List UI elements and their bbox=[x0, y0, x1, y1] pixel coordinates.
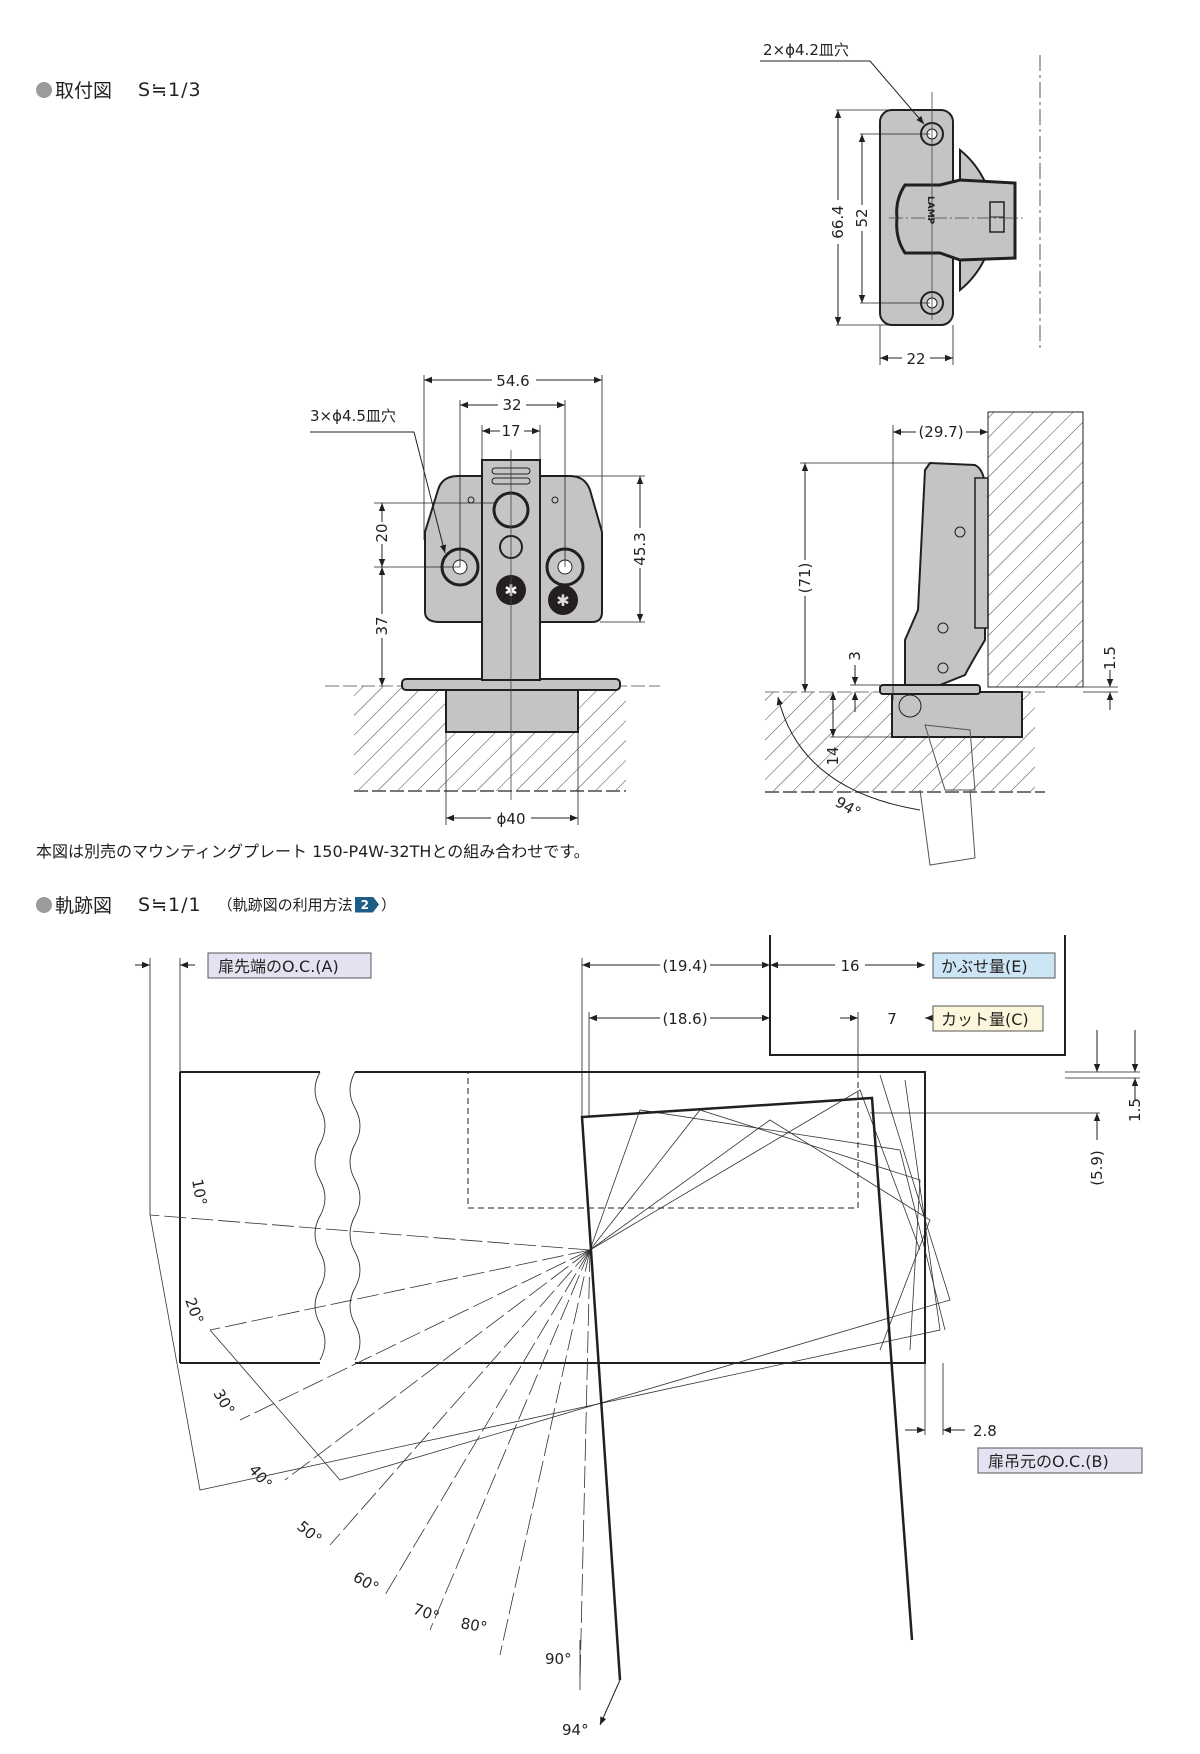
angle-30: 30° bbox=[210, 1386, 239, 1418]
angle-70: 70° bbox=[411, 1600, 442, 1626]
dim-7: 7 bbox=[887, 1010, 897, 1028]
cabinet-panel bbox=[769, 935, 1066, 1056]
angle-60: 60° bbox=[350, 1568, 382, 1597]
svg-text:扉吊元のO.C.(B): 扉吊元のO.C.(B) bbox=[988, 1452, 1109, 1471]
svg-text:扉先端のO.C.(A): 扉先端のO.C.(A) bbox=[218, 957, 339, 976]
section1-heading: 取付図 S≒1/3 bbox=[36, 76, 202, 103]
dim-32: 32 bbox=[502, 396, 521, 414]
dim-phi40: ϕ40 bbox=[497, 810, 526, 828]
cup-recess bbox=[467, 1071, 859, 1209]
plate-arm bbox=[895, 178, 1017, 262]
angle-80: 80° bbox=[459, 1614, 488, 1636]
dim-1-5-traj: 1.5 bbox=[1126, 1098, 1144, 1122]
section2-heading: 軌跡図 S≒1/1 （軌跡図の利用方法 2 ） bbox=[36, 891, 396, 918]
label-hinge-side-oc: 扉吊元のO.C.(B) bbox=[977, 1447, 1143, 1474]
trajectory-diagram: (19.4) (18.6) 16 7 1.5 (5.9) 2.8 bbox=[135, 935, 1144, 1739]
front-view: ✱ ✱ 54.6 32 17 3×ϕ4.5皿穴 20 bbox=[310, 370, 660, 828]
section2-scale: S≒1/1 bbox=[138, 893, 202, 916]
dim-19-4: (19.4) bbox=[662, 957, 707, 975]
dim-66-4: 66.4 bbox=[829, 205, 847, 238]
side-cup bbox=[891, 691, 1023, 738]
angle-20: 20° bbox=[181, 1295, 207, 1326]
top-hole-callout: 2×ϕ4.2皿穴 bbox=[763, 41, 849, 59]
break-line bbox=[314, 1071, 326, 1361]
side-arm bbox=[904, 461, 986, 686]
ref-badge[interactable]: 2 bbox=[354, 896, 379, 913]
dim-71: (71) bbox=[796, 563, 814, 594]
dim-1-5-side: 1.5 bbox=[1101, 646, 1119, 670]
dim-3: 3 bbox=[846, 651, 864, 661]
bullet-icon bbox=[36, 896, 52, 913]
logo-text: LAMP bbox=[925, 196, 935, 225]
dim-18-6: (18.6) bbox=[662, 1010, 707, 1028]
section1-title: 取付図 bbox=[55, 80, 113, 102]
label-cut: カット量(C) bbox=[932, 1005, 1044, 1032]
dim-37: 37 bbox=[373, 616, 391, 635]
top-view: LAMP 2×ϕ4.2皿穴 66.4 52 22 bbox=[760, 41, 1041, 368]
angle-90: 90° bbox=[545, 1650, 572, 1668]
angle-50: 50° bbox=[293, 1517, 325, 1548]
front-hole-callout: 3×ϕ4.5皿穴 bbox=[310, 407, 396, 425]
label-door-edge-oc: 扉先端のO.C.(A) bbox=[207, 952, 372, 979]
trajectory-lines bbox=[149, 1074, 951, 1681]
door-open-outline bbox=[919, 789, 976, 866]
angle-10: 10° bbox=[188, 1178, 210, 1207]
angle-94: 94° bbox=[562, 1721, 589, 1739]
break-line bbox=[349, 1071, 361, 1361]
dim-45-3: 45.3 bbox=[631, 532, 649, 565]
dim-5-9: (5.9) bbox=[1088, 1150, 1106, 1186]
svg-text:カット量(C): カット量(C) bbox=[941, 1010, 1029, 1029]
dim-16: 16 bbox=[840, 957, 859, 975]
svg-text:かぶせ量(E): かぶせ量(E) bbox=[941, 957, 1028, 976]
cabinet-side-hatch bbox=[987, 411, 1084, 688]
bullet-icon bbox=[36, 81, 52, 98]
hinge-cup bbox=[445, 689, 579, 733]
ref-text-open: （軌跡図の利用方法 bbox=[217, 896, 353, 914]
dim-29-7: (29.7) bbox=[918, 423, 963, 441]
angle-40: 40° bbox=[245, 1461, 276, 1493]
angle-94-side: 94° bbox=[832, 793, 864, 822]
dim-52: 52 bbox=[853, 208, 871, 227]
dim-17: 17 bbox=[501, 422, 520, 440]
door-closed bbox=[180, 1071, 926, 1364]
side-view: (29.7) (71) 3 14 1.5 94° bbox=[765, 411, 1119, 866]
ref-text-close: ） bbox=[380, 896, 396, 914]
dim-14: 14 bbox=[824, 746, 842, 765]
dim-20: 20 bbox=[373, 523, 391, 542]
mounting-plate-note: 本図は別売のマウンティングプレート 150-P4W-32THとの組み合わせです。 bbox=[36, 842, 590, 861]
dim-22: 22 bbox=[906, 350, 925, 368]
section2-title: 軌跡図 bbox=[55, 895, 113, 917]
trajectory-usage-ref[interactable]: （軌跡図の利用方法 2 ） bbox=[218, 894, 396, 915]
section1-scale: S≒1/3 bbox=[138, 78, 202, 101]
cross-screw-glyph: ✱ bbox=[556, 591, 569, 610]
dim-2-8: 2.8 bbox=[973, 1422, 997, 1440]
door-open-94 bbox=[580, 1096, 914, 1681]
dim-54-6: 54.6 bbox=[496, 372, 529, 390]
label-overlay: かぶせ量(E) bbox=[932, 952, 1056, 979]
